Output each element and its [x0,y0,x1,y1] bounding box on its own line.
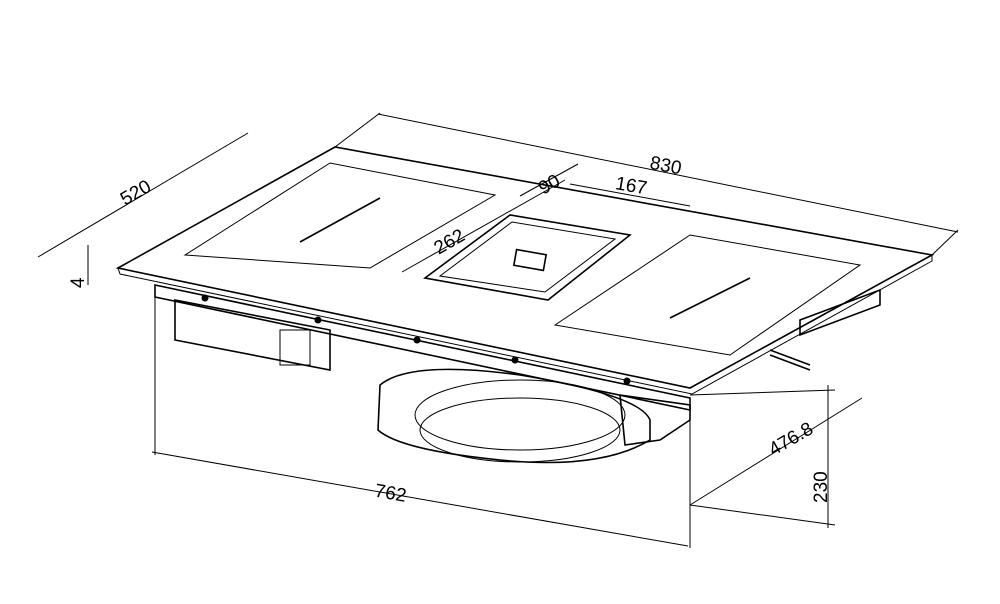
dim-cutout-depth: 476.8 [765,419,817,461]
underside-body [154,284,881,464]
dim-thickness: 4 [68,277,89,288]
dimension-lines [37,112,959,548]
downdraft-vent [423,214,632,301]
cooking-zone-right [553,234,862,356]
hob-top-surface [115,146,935,395]
dim-depth: 520 [117,176,155,210]
dim-height: 230 [811,471,832,503]
dim-width: 830 [648,153,683,180]
dim-vent-depth: 90 [535,171,564,200]
cooking-zone-left [183,162,497,269]
dim-vent-offset: 262 [431,225,469,259]
dim-cutout-width: 762 [373,481,408,507]
dim-vent-width: 167 [614,173,649,199]
